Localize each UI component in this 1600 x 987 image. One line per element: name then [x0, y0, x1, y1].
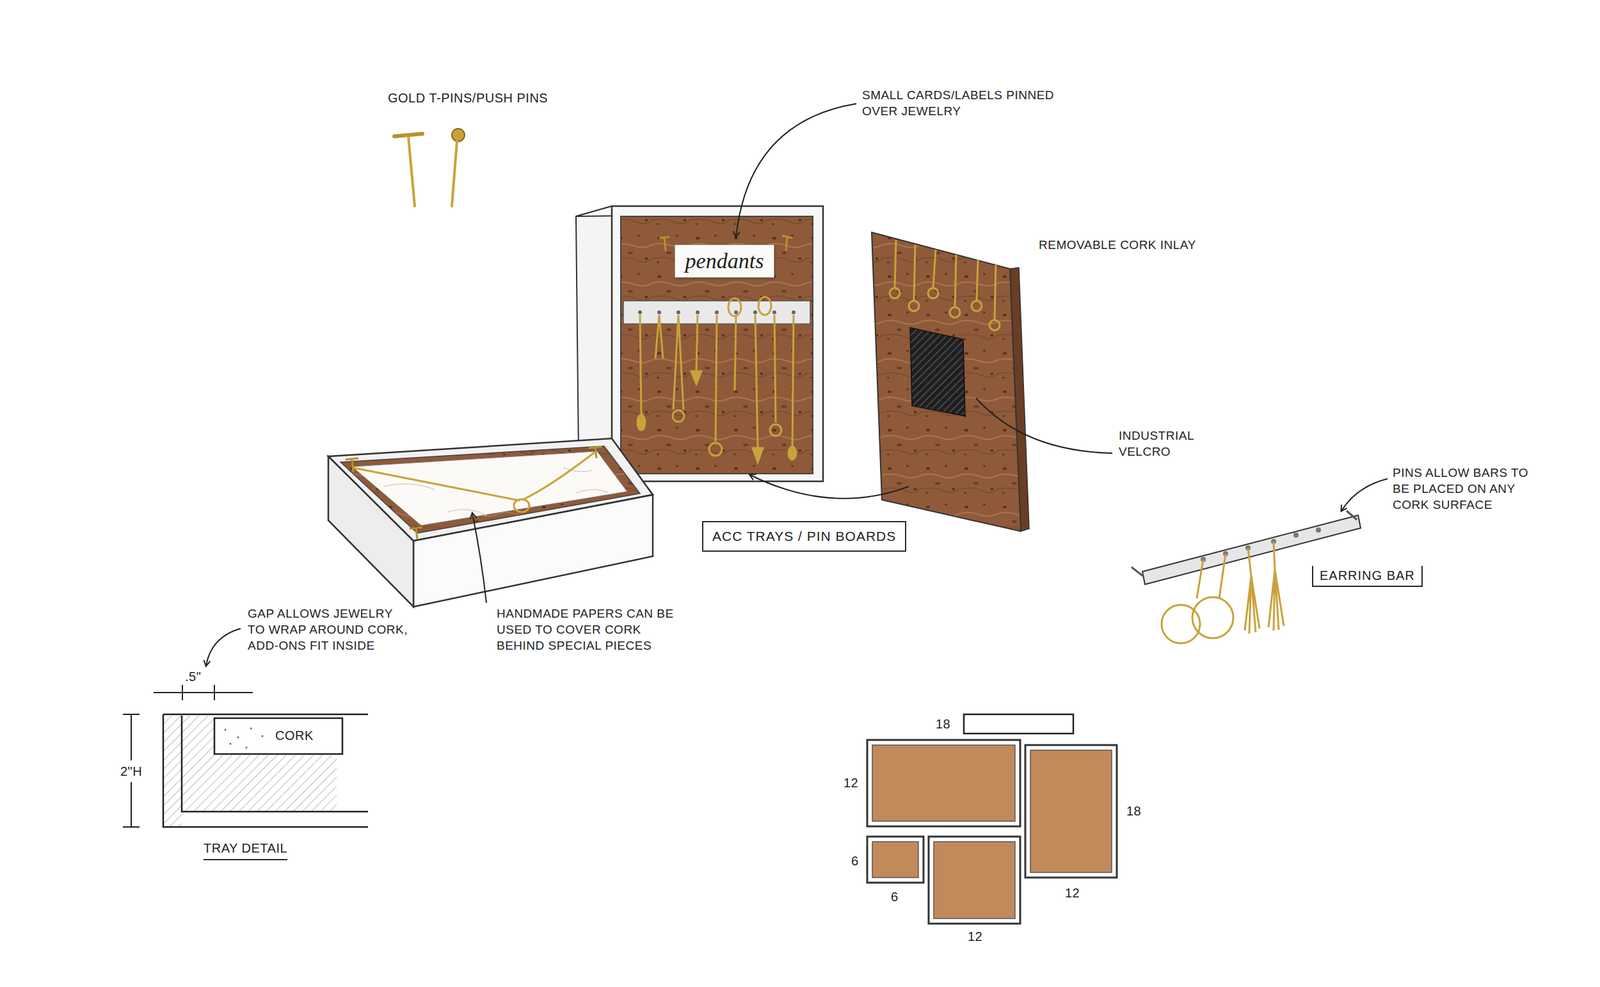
- tray-pins: [345, 446, 602, 539]
- push-pin-head: [451, 128, 465, 142]
- frame-cork: [1030, 750, 1112, 873]
- annotation-label: GOLD T-PINS/PUSH PINS: [387, 89, 548, 107]
- frame: [867, 739, 1021, 827]
- plan-bar: [963, 714, 1074, 734]
- annotation-label: 12: [1064, 884, 1080, 902]
- velcro-patch: [910, 327, 966, 416]
- annotation-label: 18: [1126, 802, 1142, 820]
- bar-holes: [638, 310, 796, 315]
- annotation-label: TRAY DETAIL: [203, 839, 288, 861]
- frame-cork: [872, 841, 919, 878]
- leader-cards: [736, 103, 857, 237]
- hanging-jewelry: [637, 296, 797, 463]
- caption-box: EARRING BAR: [1312, 565, 1423, 587]
- annotation-label: 18: [935, 715, 951, 733]
- necklace: [353, 451, 596, 512]
- annotation-label: .5": [184, 668, 201, 685]
- pin-icons: [394, 128, 465, 207]
- annotation-label: 2"H: [118, 762, 144, 780]
- node-text: pendants: [685, 248, 765, 274]
- node-text: ACC TRAYS / PIN BOARDS: [712, 528, 896, 544]
- frame: [1025, 744, 1117, 878]
- caption-box: ACC TRAYS / PIN BOARDS: [702, 520, 907, 552]
- annotation-label: HANDMADE PAPERS CAN BE USED TO COVER COR…: [496, 605, 680, 654]
- accessory-tray: [328, 438, 653, 607]
- panel-jewelry: [889, 240, 1000, 331]
- cabinet-front: [611, 206, 824, 482]
- node-text: EARRING BAR: [1319, 568, 1416, 584]
- annotation-label: 6: [890, 888, 899, 905]
- cork-board: [620, 216, 813, 474]
- annotation-label: PINS ALLOW BARS TO BE PLACED ON ANY CORK…: [1392, 464, 1542, 513]
- curved-arrow: [750, 474, 909, 499]
- leader-papers: [472, 513, 487, 603]
- leader-velcro: [976, 398, 1113, 454]
- annotation-label: 6: [851, 852, 859, 870]
- gap-dimension: [153, 684, 253, 701]
- frame-cork: [872, 744, 1016, 822]
- annotation-label: 12: [967, 928, 983, 945]
- earrings: [1161, 541, 1284, 644]
- removable-cork-panel: [871, 232, 1030, 532]
- wall-hatch: [163, 715, 182, 827]
- tray-cork: [340, 446, 640, 534]
- frame: [928, 836, 1021, 924]
- bar-holes: [1200, 527, 1321, 562]
- paper-texture: [384, 467, 608, 516]
- push-pin-shaft: [451, 141, 457, 207]
- cork-dots: [224, 727, 264, 749]
- handmade-paper: [352, 451, 628, 526]
- layout-plan: [867, 714, 1117, 924]
- frame: [867, 836, 924, 883]
- leader-gap: [206, 628, 241, 666]
- tray-section: [122, 684, 368, 827]
- annotation-label: INDUSTRIAL VELCRO: [1118, 427, 1228, 460]
- leader-pins: [1341, 478, 1388, 511]
- annotation-label: CORK: [275, 727, 314, 744]
- panel-face: [871, 232, 1021, 532]
- t-pin-shaft: [408, 136, 415, 207]
- annotation-label: REMOVABLE CORK INLAY: [1038, 236, 1206, 253]
- label-card: pendants: [674, 244, 776, 278]
- section-outline: [163, 714, 368, 827]
- annotation-label: 12: [843, 774, 859, 792]
- cork-section: [214, 718, 343, 754]
- annotation-label: SMALL CARDS/LABELS PINNED OVER JEWELRY: [862, 87, 1074, 120]
- annotation-label: GAP ALLOWS JEWELRY TO WRAP AROUND CORK, …: [247, 605, 408, 654]
- leader-lines: [206, 103, 1388, 666]
- frame-cork: [933, 841, 1016, 919]
